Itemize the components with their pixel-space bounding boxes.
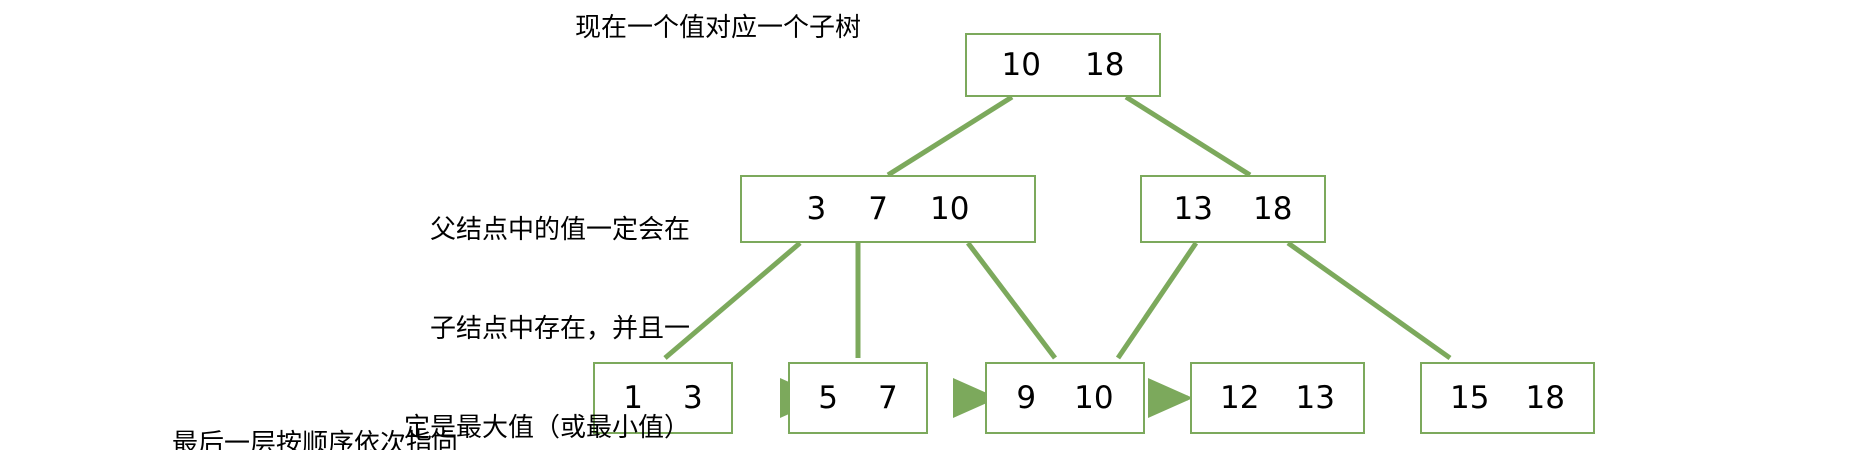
leaf-node-4-key-1: 13	[1295, 379, 1335, 416]
leaf-node-2-key-0: 5	[818, 379, 838, 416]
leaf-node-1-key-1: 3	[683, 379, 703, 416]
internal-node-right-key-1: 18	[1253, 190, 1293, 227]
top-annotation: 现在一个值对应一个子树	[575, 13, 862, 43]
leaf-node-2[interactable]: 5 7	[788, 362, 928, 434]
bottom-annotation: 最后一层按顺序依次指向 下一个结点，就像链表一样	[172, 362, 484, 450]
edge-left-internal-to-leaf-3	[966, 241, 1057, 360]
bottom-annotation-line-1: 最后一层按顺序依次指向	[172, 429, 459, 450]
edge-root-to-right-internal	[1124, 94, 1252, 178]
root-node[interactable]: 10 18	[965, 33, 1161, 97]
middle-annotation-line-2: 子结点中存在，并且一	[429, 314, 690, 344]
leaf-node-4[interactable]: 12 13	[1190, 362, 1365, 434]
internal-node-left[interactable]: 3 7 10	[740, 175, 1036, 243]
internal-node-left-key-1: 7	[868, 190, 888, 227]
internal-node-left-key-0: 3	[806, 190, 827, 227]
leaf-node-4-keys: 12 13	[1192, 379, 1363, 416]
leaf-node-3-keys: 9 10	[987, 379, 1143, 416]
middle-annotation-line-3: 定是最大值（或最小值）	[403, 413, 690, 443]
leaf-node-4-key-0: 12	[1220, 379, 1260, 416]
middle-annotation-line-1: 父结点中的值一定会在	[429, 215, 690, 245]
edge-right-internal-to-leaf-4	[1115, 241, 1199, 360]
internal-node-right-key-0: 13	[1173, 190, 1213, 227]
root-node-key-1: 18	[1085, 46, 1125, 83]
leaf-node-3[interactable]: 9 10	[985, 362, 1145, 434]
middle-annotation: 父结点中的值一定会在 子结点中存在，并且一 定是最大值（或最小值） 这里是最大值	[330, 148, 690, 450]
leaf-node-5-key-1: 18	[1525, 379, 1565, 416]
leaf-node-5[interactable]: 15 18	[1420, 362, 1595, 434]
leaf-node-5-keys: 15 18	[1422, 379, 1593, 416]
edge-root-to-left-internal	[886, 94, 1014, 178]
root-node-keys: 10 18	[967, 46, 1159, 83]
leaf-node-3-key-1: 10	[1074, 379, 1114, 416]
leaf-node-5-key-0: 15	[1450, 379, 1490, 416]
leaf-node-3-key-0: 9	[1016, 379, 1037, 416]
internal-node-right[interactable]: 13 18	[1140, 175, 1326, 243]
internal-node-right-keys: 13 18	[1142, 190, 1324, 227]
internal-node-left-key-2: 10	[930, 190, 970, 227]
root-node-key-0: 10	[1001, 46, 1041, 83]
edge-right-internal-to-leaf-5	[1286, 240, 1452, 361]
leaf-node-2-key-1: 7	[878, 379, 898, 416]
internal-node-left-keys: 3 7 10	[742, 190, 1034, 227]
leaf-node-2-keys: 5 7	[790, 379, 926, 416]
